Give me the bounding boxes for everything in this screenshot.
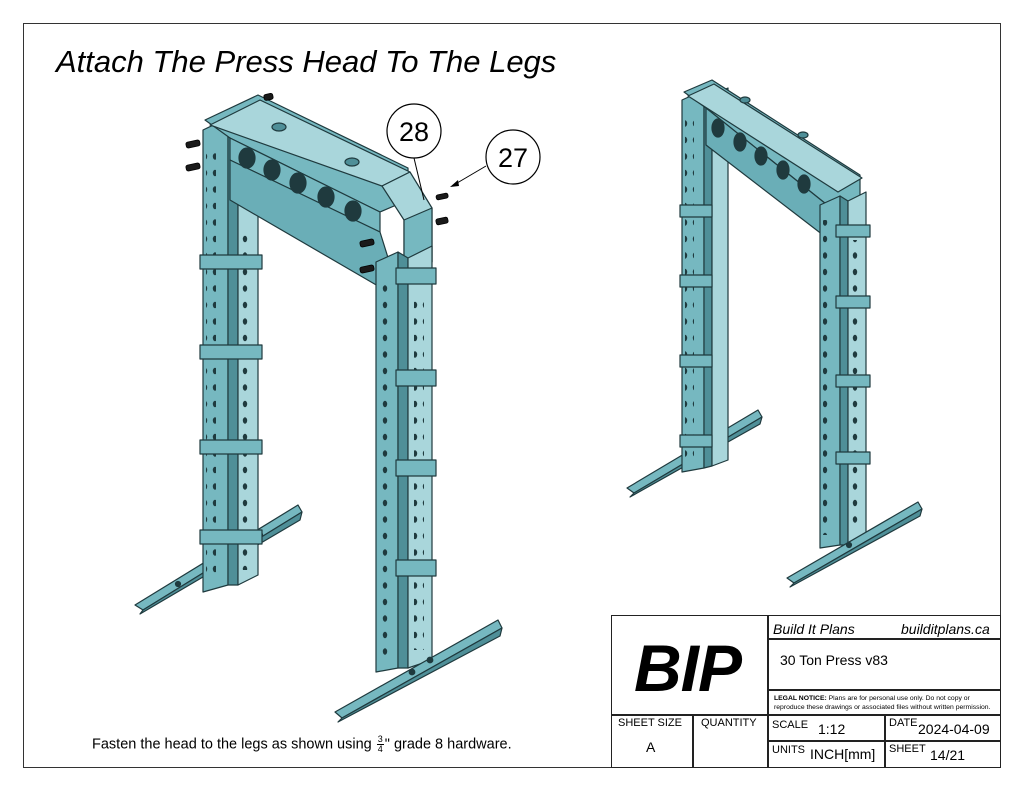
left-leg-brackets bbox=[199, 254, 263, 545]
date-value: 2024-04-09 bbox=[918, 721, 990, 737]
units-value: INCH[mm] bbox=[810, 746, 876, 762]
callout-27-label: 27 bbox=[498, 143, 528, 173]
legal-notice: LEGAL NOTICE: Plans are for personal use… bbox=[774, 695, 991, 711]
sheet-border bbox=[23, 23, 1001, 768]
title-block: BIP Build It Plans builditplans.ca 30 To… bbox=[611, 615, 1001, 768]
sheet-value: 14/21 bbox=[930, 747, 966, 763]
date-label: DATE bbox=[889, 717, 918, 729]
callout-28-label: 28 bbox=[399, 117, 429, 147]
right-assembly-head bbox=[683, 79, 863, 246]
sheet-size-value: A bbox=[646, 739, 656, 755]
project-name: 30 Ton Press v83 bbox=[780, 652, 888, 668]
units-label: UNITS bbox=[772, 744, 805, 756]
callout-27: 27 bbox=[450, 129, 541, 187]
sheet-size-label: SHEET SIZE bbox=[618, 717, 682, 729]
company-website: builditplans.ca bbox=[901, 621, 990, 637]
scale-label: SCALE bbox=[772, 719, 809, 731]
right-assembly bbox=[626, 79, 923, 588]
hardware-bolts bbox=[185, 92, 449, 274]
instruction-text: Fasten the head to the legs as shown usi… bbox=[92, 734, 512, 754]
bip-logo: BIP bbox=[634, 631, 742, 705]
quantity-label: QUANTITY bbox=[701, 717, 757, 729]
company-name: Build It Plans bbox=[773, 621, 855, 637]
callout-28: 28 bbox=[386, 103, 442, 201]
right-foot-front bbox=[786, 501, 923, 588]
right-leg-brackets bbox=[395, 267, 437, 577]
right-leg bbox=[375, 245, 433, 673]
left-assembly bbox=[134, 92, 503, 723]
sheet-label: SHEET bbox=[889, 743, 926, 755]
right-assembly-brackets bbox=[679, 204, 871, 465]
scale-value: 1:12 bbox=[818, 721, 846, 737]
left-foot-front bbox=[334, 619, 503, 723]
page-title: Attach The Press Head To The Legs bbox=[56, 44, 557, 79]
right-assembly-front-leg bbox=[819, 191, 867, 549]
press-head bbox=[204, 94, 433, 291]
